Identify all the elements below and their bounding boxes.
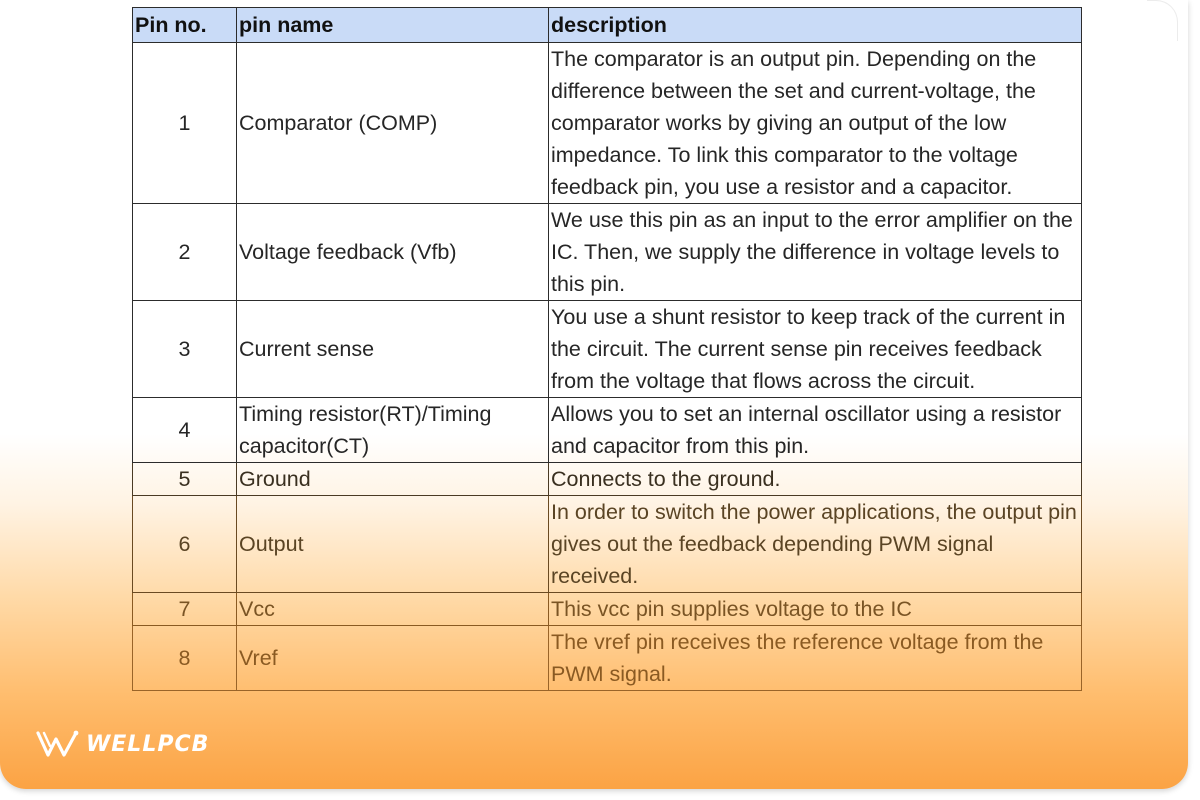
pin-number: 2 — [132, 203, 237, 301]
pin-number: 1 — [132, 42, 237, 204]
pin-description: This vcc pin supplies voltage to the IC — [548, 592, 1082, 626]
table-row: 2 Voltage feedback (Vfb) We use this pin… — [132, 203, 1082, 301]
table-row: 4 Timing resistor(RT)/Timing capacitor(C… — [132, 397, 1082, 463]
pin-description: Allows you to set an internal oscillator… — [548, 397, 1082, 463]
pin-description: You use a shunt resistor to keep track o… — [548, 300, 1082, 398]
pin-name: Current sense — [236, 300, 549, 398]
table-row: 5 Ground Connects to the ground. — [132, 462, 1082, 496]
pin-name: Ground — [236, 462, 549, 496]
pin-description: Connects to the ground. — [548, 462, 1082, 496]
pin-description: The vref pin receives the reference volt… — [548, 625, 1082, 691]
table-row: 7 Vcc This vcc pin supplies voltage to t… — [132, 592, 1082, 626]
brand-name: WELLPCB — [86, 731, 210, 757]
pin-number: 7 — [132, 592, 237, 626]
header-pin-no: Pin no. — [132, 7, 237, 43]
pin-number: 5 — [132, 462, 237, 496]
pin-number: 4 — [132, 397, 237, 463]
table-row: 1 Comparator (COMP) The comparator is an… — [132, 42, 1082, 204]
pin-name: Comparator (COMP) — [236, 42, 549, 204]
pin-number: 3 — [132, 300, 237, 398]
wellpcb-logo-icon — [36, 730, 79, 757]
pin-name: Output — [236, 495, 549, 593]
pin-name: Voltage feedback (Vfb) — [236, 203, 549, 301]
table-row: 3 Current sense You use a shunt resistor… — [132, 300, 1082, 398]
pin-description-table: Pin no. pin name description 1 Comparato… — [132, 7, 1082, 691]
pin-name: Vref — [236, 625, 549, 691]
pin-name: Timing resistor(RT)/Timing capacitor(CT) — [236, 397, 549, 463]
table-row: 8 Vref The vref pin receives the referen… — [132, 625, 1082, 691]
header-pin-name: pin name — [236, 7, 549, 43]
pin-number: 6 — [132, 495, 237, 593]
table-row: 6 Output In order to switch the power ap… — [132, 495, 1082, 593]
pin-number: 8 — [132, 625, 237, 691]
pin-description: We use this pin as an input to the error… — [548, 203, 1082, 301]
pin-name: Vcc — [236, 592, 549, 626]
table-header-row: Pin no. pin name description — [132, 7, 1082, 43]
card-corner — [1147, 0, 1178, 41]
pin-description: The comparator is an output pin. Dependi… — [548, 42, 1082, 204]
header-description: description — [548, 7, 1082, 43]
pin-description: In order to switch the power application… — [548, 495, 1082, 593]
wellpcb-watermark: WELLPCB — [36, 728, 209, 760]
